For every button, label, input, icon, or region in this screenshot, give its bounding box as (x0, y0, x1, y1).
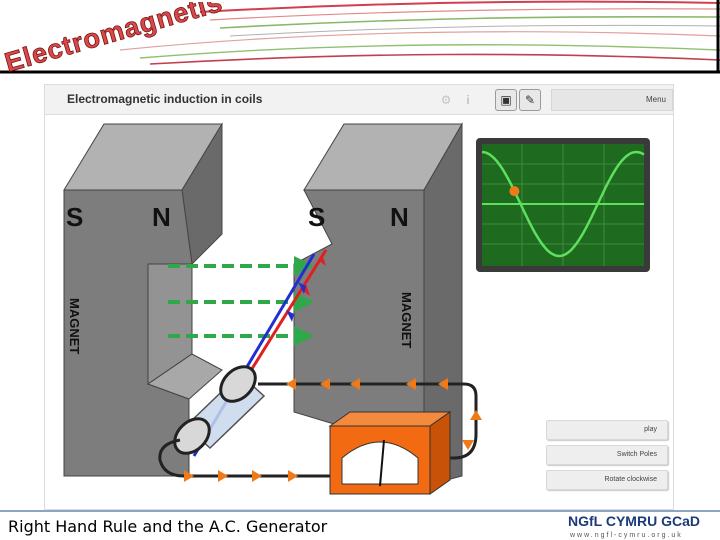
left-magnet-north-label: N (152, 202, 171, 232)
current-arrow (184, 470, 194, 482)
header-decoration (0, 0, 720, 74)
current-arrow (252, 470, 262, 482)
left-magnet: S N MAGNET (63, 122, 223, 477)
current-arrow (288, 470, 298, 482)
pencil-icon[interactable]: ✎ (519, 89, 541, 111)
current-arrow (470, 410, 482, 420)
current-arrow (218, 470, 228, 482)
scope-marker (509, 186, 520, 197)
current-arrow (406, 378, 416, 390)
current-arrow (350, 378, 360, 390)
left-magnet-south-label: S (66, 202, 83, 232)
scope-trace (481, 150, 645, 258)
slide-title: Electromagnetism (4, 2, 224, 74)
right-magnet-label: MAGNET (399, 292, 414, 348)
app-title: Electromagnetic induction in coils (67, 92, 263, 106)
current-arrow (462, 440, 474, 450)
gear-icon[interactable]: ⚙ (440, 93, 452, 107)
right-magnet: S N MAGNET (293, 122, 463, 487)
current-arrow (286, 378, 296, 390)
right-magnet-south-label: S (308, 202, 325, 232)
slide-caption: Right Hand Rule and the A.C. Generator (8, 517, 328, 536)
rotate-clockwise-button[interactable]: Rotate clockwise (546, 470, 668, 490)
slide-title-text: Electromagnetism (4, 2, 224, 74)
left-magnet-label: MAGNET (67, 298, 82, 354)
play-button[interactable]: play (546, 420, 668, 440)
simulation-scene: S N MAGNET S N MAGNET (63, 122, 650, 495)
current-arrow (438, 378, 448, 390)
footer-divider (0, 510, 720, 512)
camera-icon[interactable]: ▣ (495, 89, 517, 111)
menu-button[interactable]: Menu (551, 89, 673, 111)
info-icon[interactable]: i (466, 93, 470, 107)
current-arrow (320, 378, 330, 390)
circuit-wire (158, 378, 482, 482)
meter-needle (379, 439, 385, 487)
galvanometer (328, 411, 452, 495)
ngfl-cymru-logo: NGfL CYMRU GCaD www.ngfl-cymru.org.uk (568, 513, 700, 539)
logo-main-text: NGfL CYMRU GCaD (568, 513, 700, 529)
magnetic-field-lines (168, 256, 314, 346)
toolbar: Electromagnetic induction in coils ⚙ i ▣… (45, 85, 673, 115)
oscilloscope (476, 138, 650, 272)
switch-poles-button[interactable]: Switch Poles (546, 445, 668, 465)
slide-header: Electromagnetism (0, 0, 720, 76)
logo-url-text: www.ngfl-cymru.org.uk (569, 532, 683, 539)
right-magnet-north-label: N (390, 202, 409, 232)
rotating-coil[interactable] (168, 249, 328, 460)
